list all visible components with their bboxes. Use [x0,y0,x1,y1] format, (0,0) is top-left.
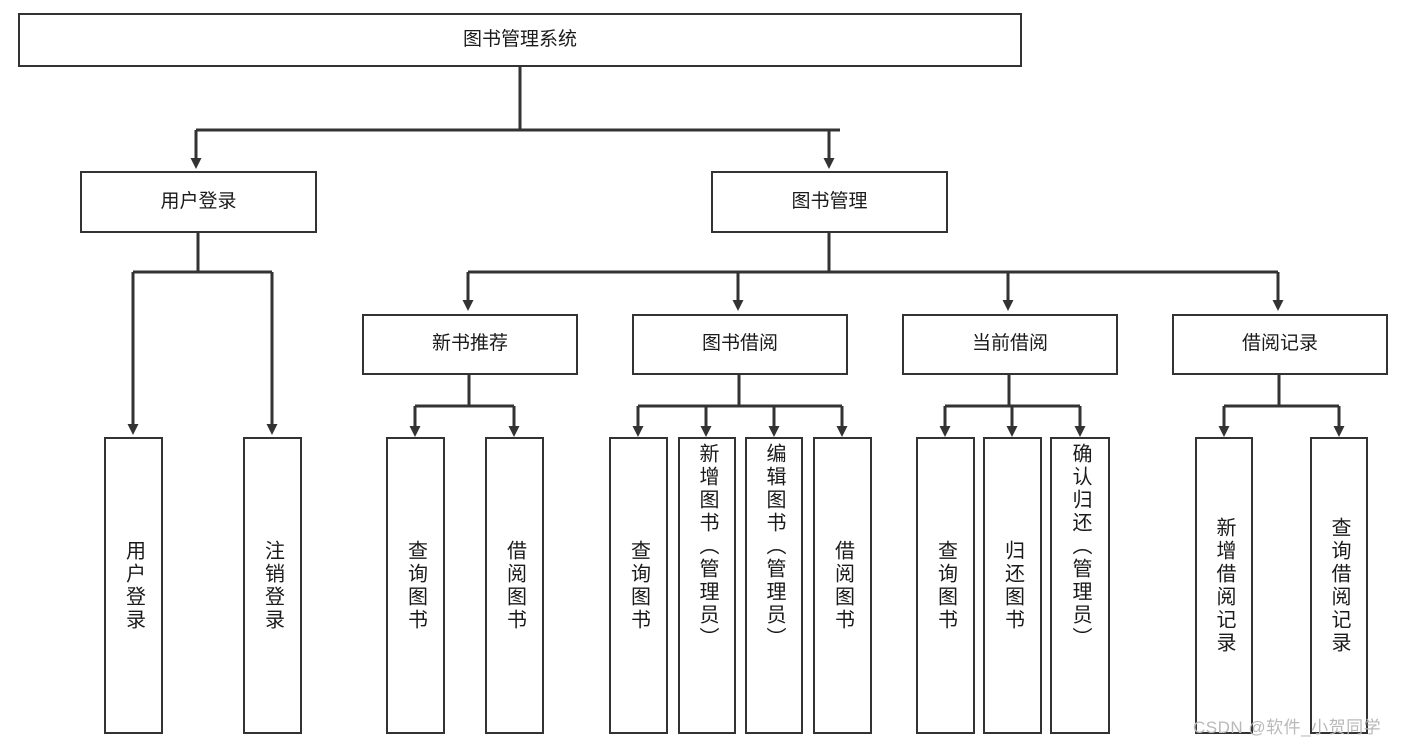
node-leaf-query-book-1[interactable]: 查询图书 [386,437,445,734]
node-leaf-query-book-2-label: 查询图书 [627,539,650,632]
node-leaf-borrow-book-2[interactable]: 借阅图书 [813,437,872,734]
node-book-manage[interactable]: 图书管理 [711,171,948,233]
node-leaf-confirm-return[interactable]: 确认归还（管理员） [1050,437,1110,734]
node-leaf-add-book-label: 新增图书（管理员） [696,443,718,650]
node-leaf-logout-login-label: 注销登录 [261,539,284,632]
node-leaf-user-login-label: 用户登录 [122,539,145,632]
node-new-book-recommend-label: 新书推荐 [431,333,508,355]
node-leaf-borrow-book-1[interactable]: 借阅图书 [485,437,544,734]
node-book-manage-label: 图书管理 [791,190,868,212]
node-leaf-query-book-1-label: 查询图书 [404,539,427,632]
node-book-borrow[interactable]: 图书借阅 [632,314,848,375]
node-leaf-add-record[interactable]: 新增借阅记录 [1195,437,1253,734]
node-book-borrow-label: 图书借阅 [701,333,778,355]
node-leaf-return-book-label: 归还图书 [1001,539,1024,632]
node-leaf-borrow-book-2-label: 借阅图书 [831,539,854,632]
node-leaf-add-record-label: 新增借阅记录 [1213,516,1235,655]
node-leaf-query-book-2[interactable]: 查询图书 [609,437,668,734]
node-leaf-query-record[interactable]: 查询借阅记录 [1310,437,1368,734]
node-leaf-query-record-label: 查询借阅记录 [1328,516,1350,655]
node-leaf-return-book[interactable]: 归还图书 [983,437,1042,734]
node-leaf-edit-book[interactable]: 编辑图书（管理员） [745,437,803,734]
node-new-book-recommend[interactable]: 新书推荐 [362,314,578,375]
node-leaf-borrow-book-1-label: 借阅图书 [503,539,526,632]
node-root-label: 图书管理系统 [462,28,577,50]
node-borrow-record[interactable]: 借阅记录 [1172,314,1388,375]
node-leaf-add-book[interactable]: 新增图书（管理员） [678,437,736,734]
node-leaf-query-book-3[interactable]: 查询图书 [916,437,975,734]
node-leaf-confirm-return-label: 确认归还（管理员） [1069,443,1091,650]
node-leaf-edit-book-label: 编辑图书（管理员） [763,443,785,650]
watermark: CSDN @软件_小贺同学 [1193,718,1382,737]
node-leaf-user-login[interactable]: 用户登录 [104,437,163,734]
node-user-login-label: 用户登录 [160,190,237,212]
node-root[interactable]: 图书管理系统 [18,13,1022,67]
node-leaf-query-book-3-label: 查询图书 [934,539,957,632]
node-borrow-record-label: 借阅记录 [1241,333,1318,355]
node-current-borrow[interactable]: 当前借阅 [902,314,1118,375]
node-user-login[interactable]: 用户登录 [80,171,317,233]
node-leaf-logout-login[interactable]: 注销登录 [243,437,302,734]
node-current-borrow-label: 当前借阅 [971,333,1048,355]
